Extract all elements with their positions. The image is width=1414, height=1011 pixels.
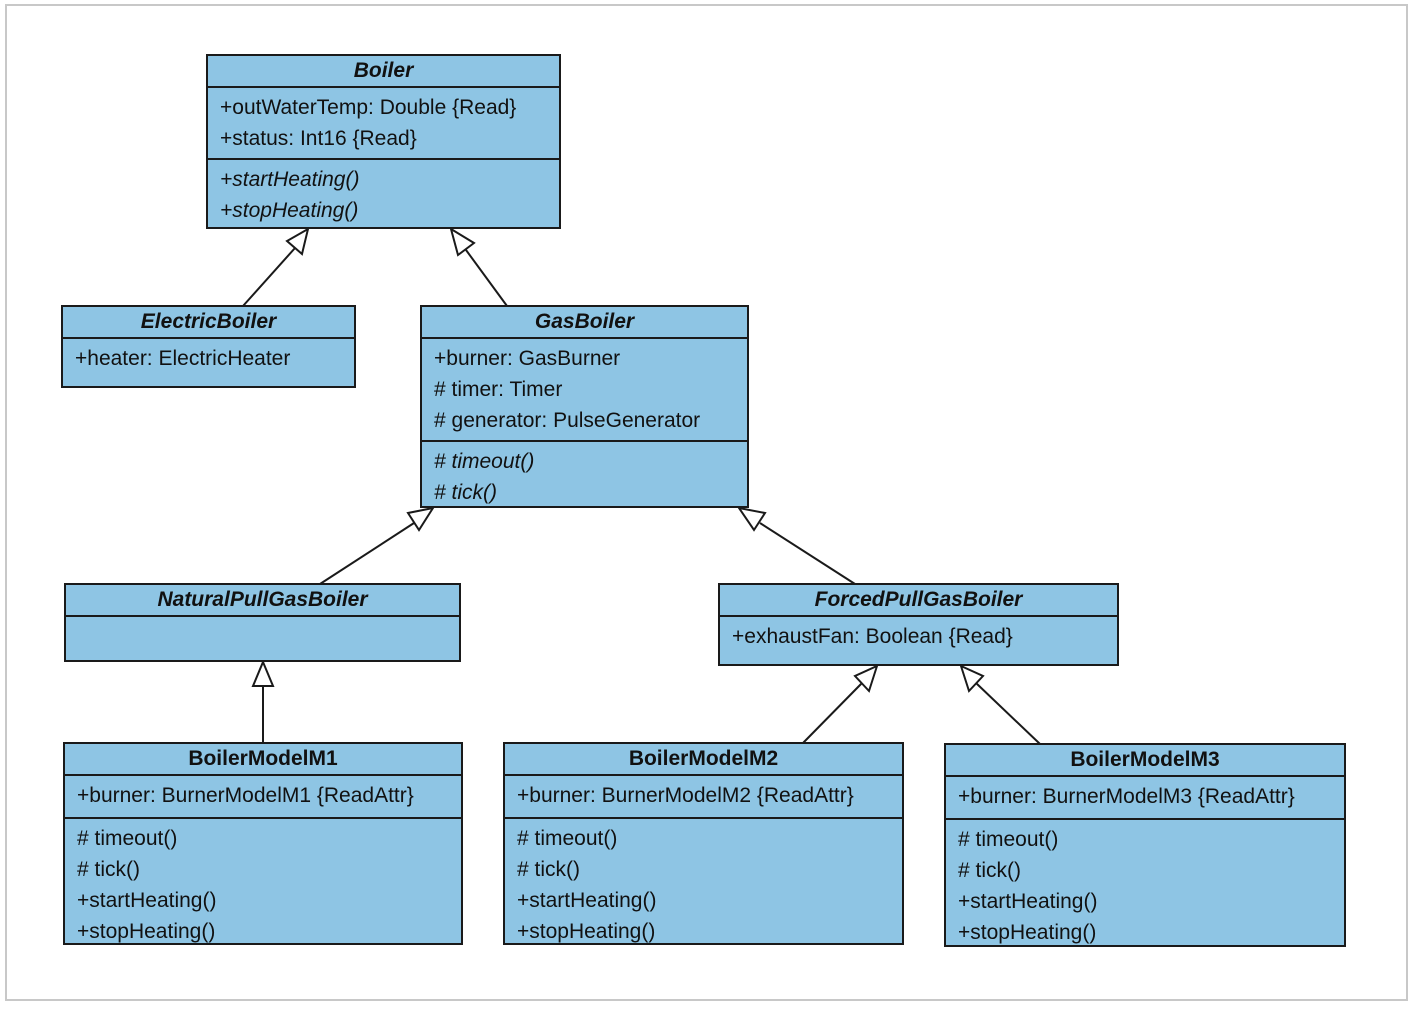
operation: # tick() — [958, 859, 1021, 882]
inheritance-arrowhead — [959, 664, 985, 693]
operation: # tick() — [434, 481, 497, 504]
operation: +stopHeating() — [220, 199, 359, 222]
operations-compartment: # timeout() # tick() — [422, 442, 747, 512]
attribute: +exhaustFan: Boolean {Read} — [732, 625, 1013, 648]
attributes-compartment: +burner: GasBurner # timer: Timer # gene… — [422, 339, 747, 442]
class-name: ElectricBoiler — [63, 307, 354, 339]
inheritance-arrowhead — [853, 664, 879, 693]
operations-compartment: # timeout() # tick() +startHeating() +st… — [65, 819, 461, 951]
operations-compartment: # timeout() # tick() +startHeating() +st… — [946, 820, 1344, 952]
attributes-compartment: +burner: BurnerModelM2 {ReadAttr} — [505, 776, 902, 819]
attributes-compartment: +burner: BurnerModelM3 {ReadAttr} — [946, 777, 1344, 820]
attribute: +burner: GasBurner — [434, 347, 621, 370]
attributes-compartment: +exhaustFan: Boolean {Read} — [720, 617, 1117, 656]
edge-electricboiler-boiler — [242, 247, 296, 307]
class-boilermodelm1[interactable]: BoilerModelM1 +burner: BurnerModelM1 {Re… — [63, 742, 463, 945]
operation: # timeout() — [77, 827, 178, 850]
inheritance-arrowhead — [285, 226, 310, 256]
operation: +stopHeating() — [77, 920, 216, 943]
operation: +startHeating() — [77, 889, 217, 912]
edge-m2-forcedpull — [802, 682, 863, 744]
operations-compartment: # timeout() # tick() +startHeating() +st… — [505, 819, 902, 951]
class-name: BoilerModelM1 — [65, 744, 461, 776]
edge-naturalpull-gasboiler — [319, 522, 415, 585]
attribute: +status: Int16 {Read} — [220, 127, 417, 150]
operation: +startHeating() — [517, 889, 657, 912]
class-boilermodelm2[interactable]: BoilerModelM2 +burner: BurnerModelM2 {Re… — [503, 742, 904, 945]
class-electricboiler[interactable]: ElectricBoiler +heater: ElectricHeater — [61, 305, 356, 388]
class-gasboiler[interactable]: GasBoiler +burner: GasBurner # timer: Ti… — [420, 305, 749, 508]
attribute: # generator: PulseGenerator — [434, 409, 701, 432]
inheritance-arrowhead — [406, 506, 436, 532]
operation: # tick() — [77, 858, 140, 881]
attribute: +burner: BurnerModelM3 {ReadAttr} — [958, 785, 1295, 808]
class-name: BoilerModelM3 — [946, 745, 1344, 777]
operation: # tick() — [517, 858, 580, 881]
operation: # timeout() — [517, 827, 618, 850]
attribute: +burner: BurnerModelM1 {ReadAttr} — [77, 784, 414, 807]
operation: # timeout() — [434, 450, 535, 473]
operations-compartment: +startHeating() +stopHeating() — [208, 160, 559, 230]
edge-forcedpull-gasboiler — [759, 522, 856, 585]
operation: +startHeating() — [220, 168, 360, 191]
operation: +stopHeating() — [517, 920, 656, 943]
inheritance-arrowhead — [251, 659, 275, 687]
attribute: +outWaterTemp: Double {Read} — [220, 96, 517, 119]
edge-m3-forcedpull — [975, 682, 1041, 745]
inheritance-arrowhead — [736, 506, 767, 532]
inheritance-arrowhead — [449, 226, 476, 257]
class-boiler[interactable]: Boiler +outWaterTemp: Double {Read} +sta… — [206, 54, 561, 229]
attributes-compartment: +outWaterTemp: Double {Read} +status: In… — [208, 88, 559, 160]
operation: +startHeating() — [958, 890, 1098, 913]
class-naturalpullgasboiler[interactable]: NaturalPullGasBoiler — [64, 583, 461, 662]
attributes-compartment: +burner: BurnerModelM1 {ReadAttr} — [65, 776, 461, 819]
operation: # timeout() — [958, 828, 1059, 851]
class-name: GasBoiler — [422, 307, 747, 339]
attribute: +heater: ElectricHeater — [75, 347, 291, 370]
attribute: # timer: Timer — [434, 378, 563, 401]
attribute: +burner: BurnerModelM2 {ReadAttr} — [517, 784, 854, 807]
attributes-compartment: +heater: ElectricHeater — [63, 339, 354, 378]
class-name: ForcedPullGasBoiler — [720, 585, 1117, 617]
class-name: BoilerModelM2 — [505, 744, 902, 776]
class-name: NaturalPullGasBoiler — [66, 585, 459, 617]
edge-gasboiler-boiler — [465, 249, 508, 307]
class-forcedpullgasboiler[interactable]: ForcedPullGasBoiler +exhaustFan: Boolean… — [718, 583, 1119, 666]
class-boilermodelm3[interactable]: BoilerModelM3 +burner: BurnerModelM3 {Re… — [944, 743, 1346, 947]
diagram-frame — [5, 4, 1408, 1001]
operation: +stopHeating() — [958, 921, 1097, 944]
attributes-compartment — [66, 617, 459, 625]
class-name: Boiler — [208, 56, 559, 88]
